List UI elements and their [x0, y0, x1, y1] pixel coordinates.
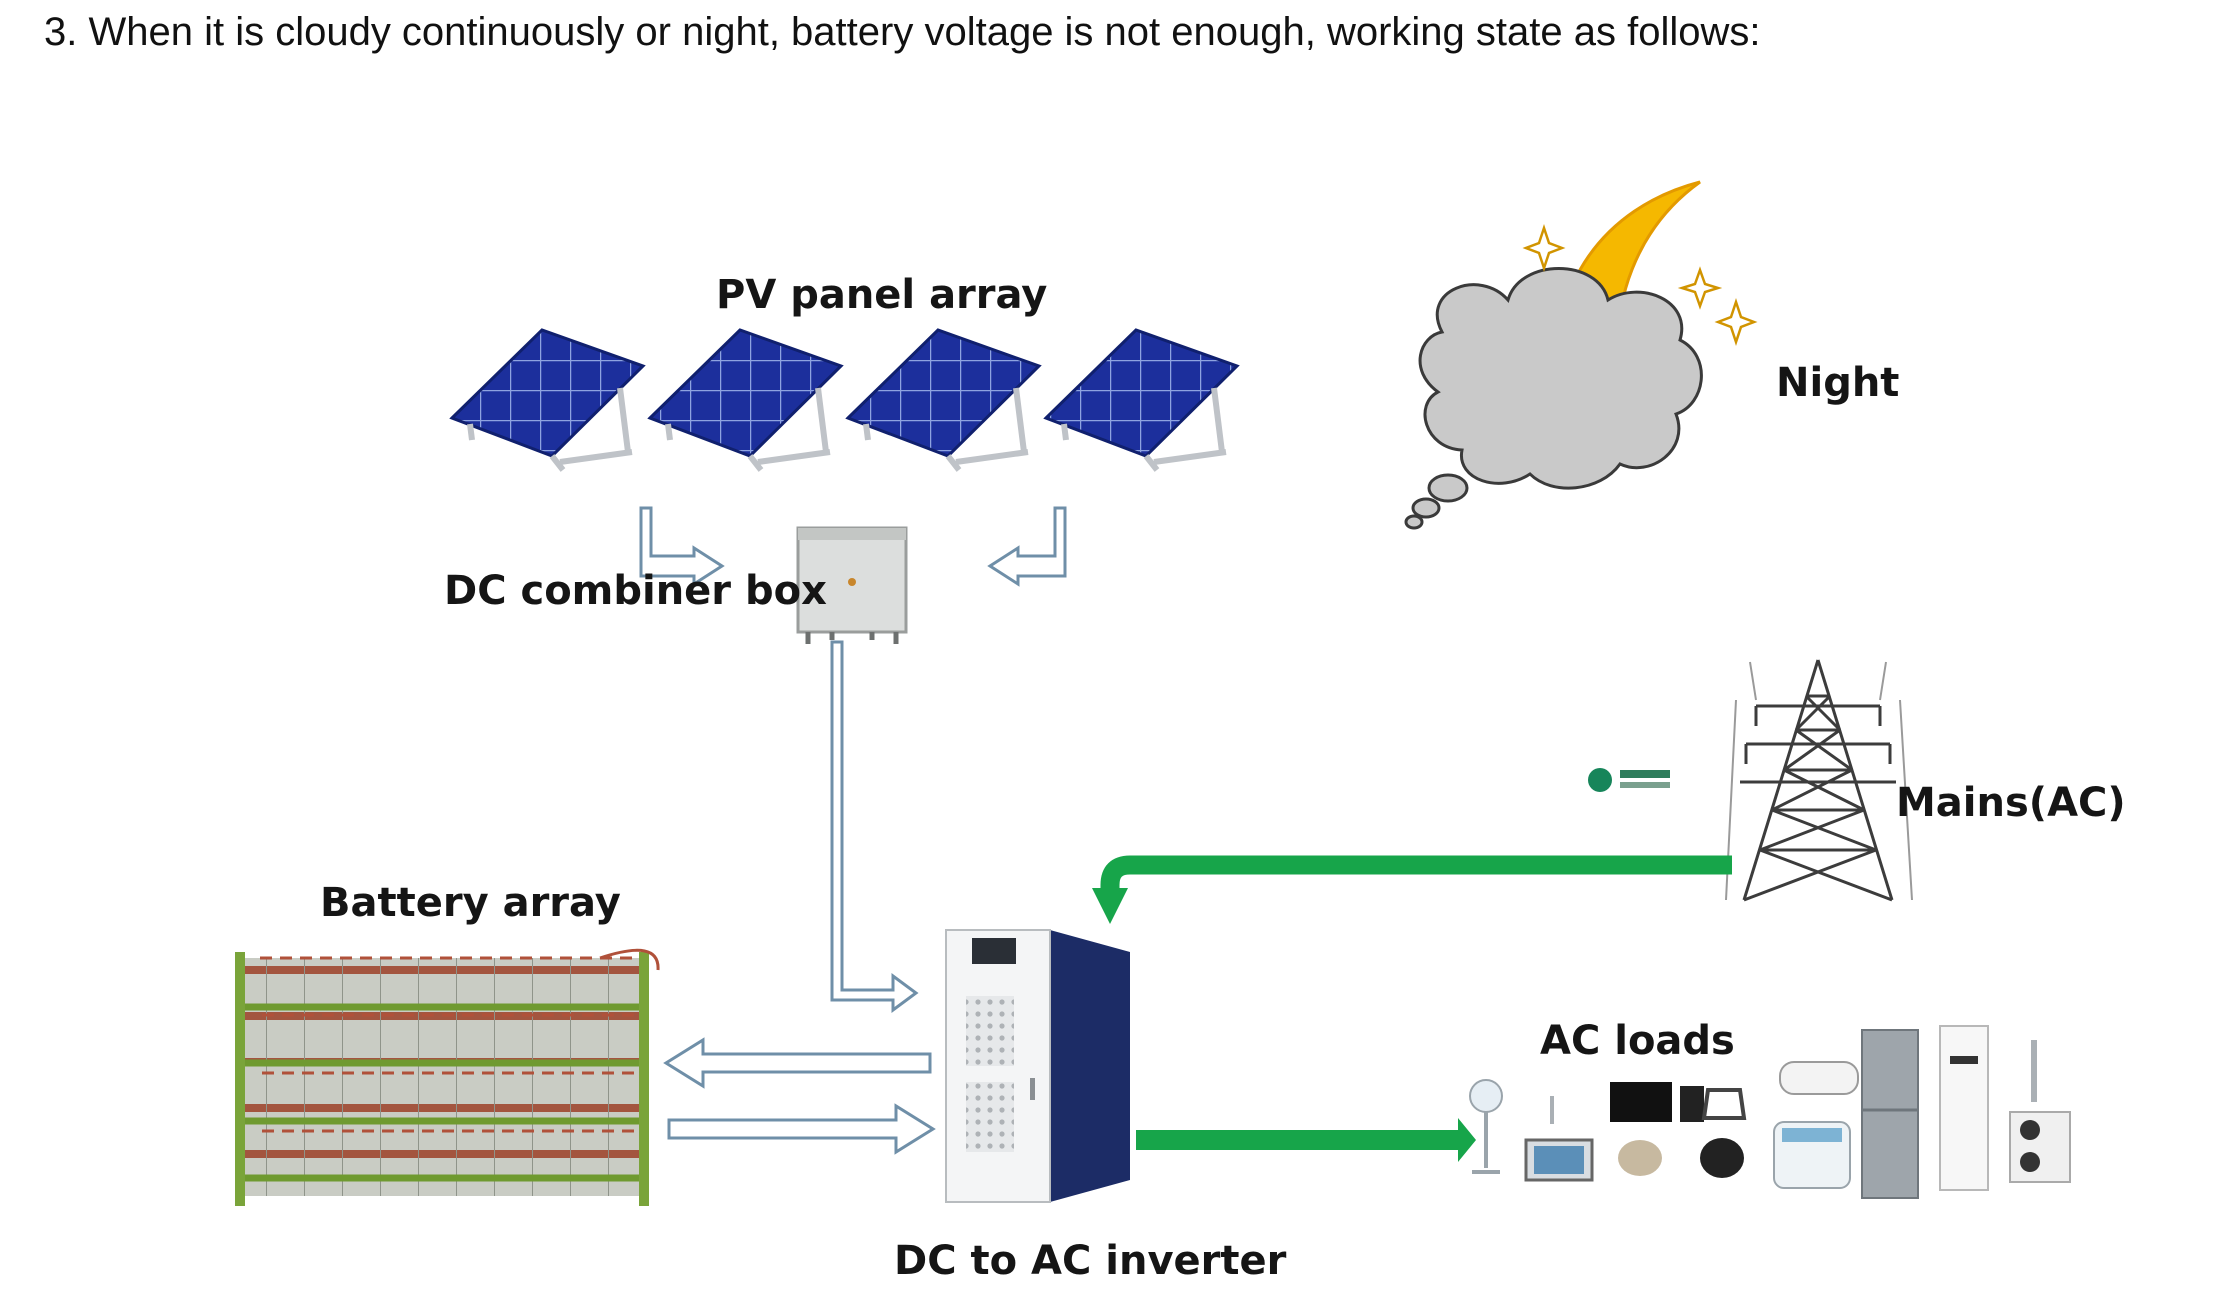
- tv-icon: [1524, 1138, 1594, 1182]
- loads-arrow-head: [1458, 1118, 1476, 1162]
- inverter-cabinet-icon: [945, 929, 1130, 1203]
- kettle-icon: [1701, 1088, 1747, 1120]
- power-tower-icon: [1725, 659, 1913, 902]
- monitor-icon: [1610, 1082, 1704, 1122]
- battery-rack-icon: [235, 948, 660, 1206]
- night-label: Night: [1776, 360, 1900, 406]
- star-icon: [1677, 266, 1723, 310]
- ac-loads-group: [1469, 1025, 2071, 1199]
- mains-ac-label: Mains(AC): [1896, 780, 2126, 826]
- star-icon: [1714, 298, 1758, 346]
- mains-to-inverter-arrow: [1100, 855, 1732, 890]
- rice-cooker-icon: [1618, 1140, 1662, 1176]
- dc-to-ac-inverter-label: DC to AC inverter: [894, 1238, 1287, 1284]
- ac-loads-label: AC loads: [1540, 1018, 1735, 1064]
- solar-panel-icon: [647, 328, 844, 472]
- combiner-box-icon: [796, 526, 908, 644]
- slow-cooker-icon: [1700, 1138, 1744, 1178]
- pv-panel-array: [449, 328, 1240, 472]
- washing-machine-icon: [1773, 1121, 1851, 1189]
- solar-panel-icon: [845, 328, 1042, 472]
- star-icon: [1522, 224, 1566, 272]
- fan-icon: [1469, 1079, 1503, 1174]
- air-conditioner-icon: [1939, 1025, 1989, 1191]
- cloud-icon: [1404, 267, 1703, 530]
- water-heater-icon: [1779, 1061, 1859, 1095]
- page-heading: 3. When it is cloudy continuously or nig…: [44, 10, 1761, 54]
- battery-to-inverter-arrow: [667, 1103, 936, 1155]
- grid-logo-icon: [1588, 768, 1670, 792]
- battery-array-label: Battery array: [320, 880, 621, 926]
- combiner-to-inverter-arrow: [830, 640, 919, 1013]
- mains-arrow-head: [1092, 888, 1128, 924]
- refrigerator-icon: [1861, 1029, 1919, 1199]
- pv-panel-array-label: PV panel array: [716, 272, 1048, 318]
- panel-to-combiner-arrow-right: [987, 506, 1067, 587]
- inverter-to-battery-arrow: [663, 1037, 932, 1089]
- solar-panel-icon: [449, 328, 646, 472]
- panel-to-combiner-arrow-left: [639, 506, 725, 587]
- solar-panel-icon: [1043, 328, 1240, 472]
- dc-combiner-box-label: DC combiner box: [444, 568, 827, 614]
- outdoor-unit-icon: [2009, 1111, 2071, 1183]
- inverter-to-loads-arrow: [1136, 1130, 1462, 1150]
